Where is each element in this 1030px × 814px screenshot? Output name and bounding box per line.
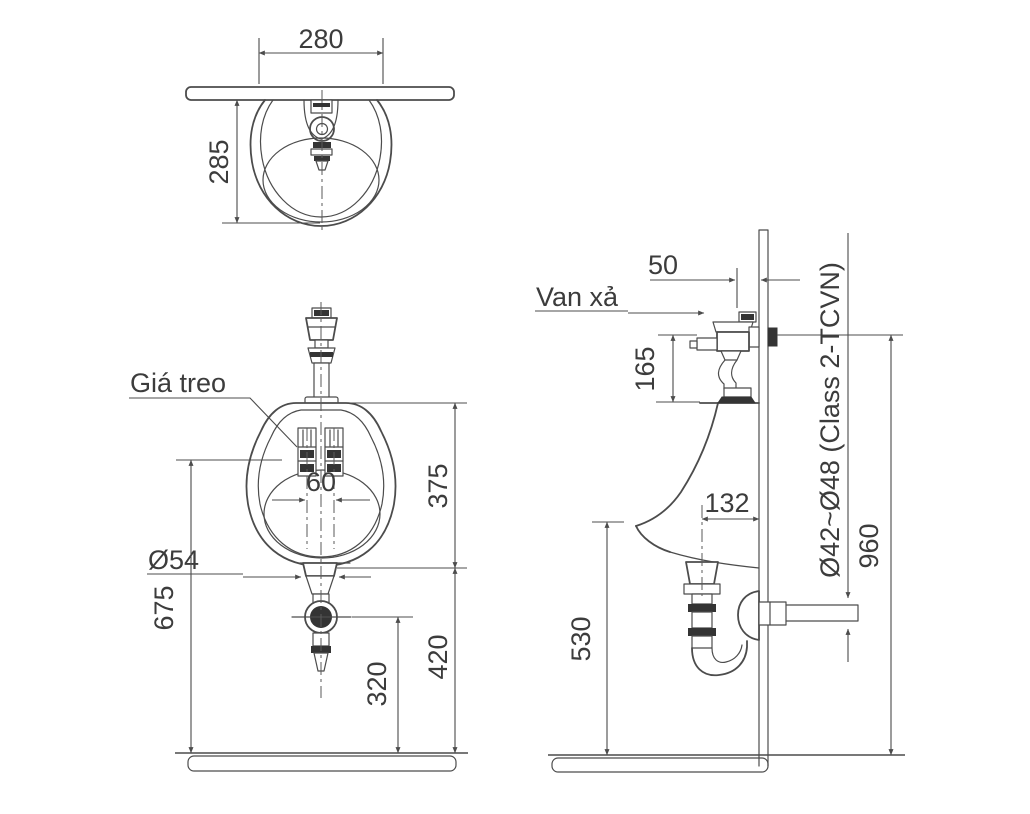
dim-label-outlet-height: 420 [423,634,453,679]
dim-label-top-width: 280 [298,24,343,54]
top-view-bowl-opening [262,137,380,223]
side-trap-outer [691,640,748,677]
dim-label-supply-height: 960 [854,523,884,568]
dim-label-rim-to-outlet: 375 [423,463,453,508]
side-supply-inlet [767,327,778,347]
dim-label-lip-height: 530 [566,616,596,661]
bracket-centerlines [306,428,335,549]
top-view-spud-hump [303,99,339,140]
dim-label-valve-to-wall: 50 [648,250,678,280]
label-hanger: Giá treo [130,368,226,398]
side-valve-handle [696,337,718,351]
dim-label-valve-above-rim: 165 [630,346,660,391]
top-view-urinal-outline [249,99,393,227]
dim-label-trap-height: 320 [362,661,392,706]
side-spud-base [717,396,756,404]
side-floor-slab [551,757,769,773]
front-outlet-collar [302,562,338,577]
dim-label-hole-spacing: 60 [306,467,336,497]
side-valve-body [716,331,750,352]
dim-label-top-depth: 285 [204,139,234,184]
side-waste-pipe [769,601,859,626]
label-flush-valve: Van xả [536,282,619,312]
dim-label-waste-pipe: Ø42~Ø48 (Class 2-TCVN) [815,262,845,578]
front-view: Giá treo 60 Ø54 375 420 675 320 [129,302,468,772]
top-view: 280 285 [185,24,455,234]
dim-label-drain-to-wall: 132 [704,488,749,518]
front-urinal-rim [257,409,385,558]
side-urinal-lip [635,525,671,553]
side-wall-flange [737,590,760,641]
side-trap-inner [711,644,743,664]
dim-label-hanger-height: 675 [149,585,179,630]
hanger-leader [129,397,298,448]
side-pipe-through-wall [758,601,787,626]
side-flush-pipe [717,359,738,390]
side-wall [758,229,769,767]
top-view-urinal-rim [259,99,383,218]
side-urinal-front-profile [635,402,719,527]
top-view-wall [185,86,455,101]
front-floor-slab [187,755,457,772]
side-view: Van xả 50 165 132 530 960 Ø42~Ø48 (Class… [535,229,905,773]
front-bowl-opening [263,469,381,559]
